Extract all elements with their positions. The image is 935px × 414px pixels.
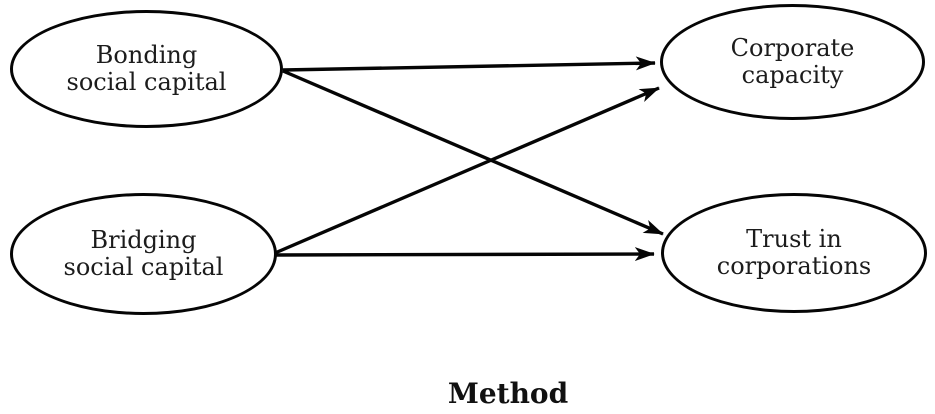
node-label-line: capacity — [741, 61, 844, 89]
node-bonding-social-capital: Bonding social capital — [10, 10, 283, 128]
node-label-line: Bridging — [90, 225, 197, 254]
arrow-bridging-to-corporate — [274, 86, 660, 255]
node-label-line: Corporate — [730, 33, 855, 62]
node-label-line: social capital — [66, 68, 227, 96]
arrow-bridging-to-trust — [274, 247, 655, 262]
node-label-line: corporations — [716, 252, 872, 280]
node-bridging-social-capital: Bridging social capital — [10, 193, 277, 315]
arrow-bonding-to-corporate — [282, 56, 656, 72]
node-label-line: Bonding — [95, 40, 198, 69]
node-corporate-capacity: Corporate capacity — [660, 4, 925, 120]
node-label-line: social capital — [63, 253, 224, 281]
node-trust-in-corporations: Trust in corporations — [661, 193, 927, 313]
caption-method: Method — [447, 377, 569, 410]
arrow-bonding-to-trust — [282, 69, 664, 236]
node-label-line: Trust in — [746, 224, 842, 253]
